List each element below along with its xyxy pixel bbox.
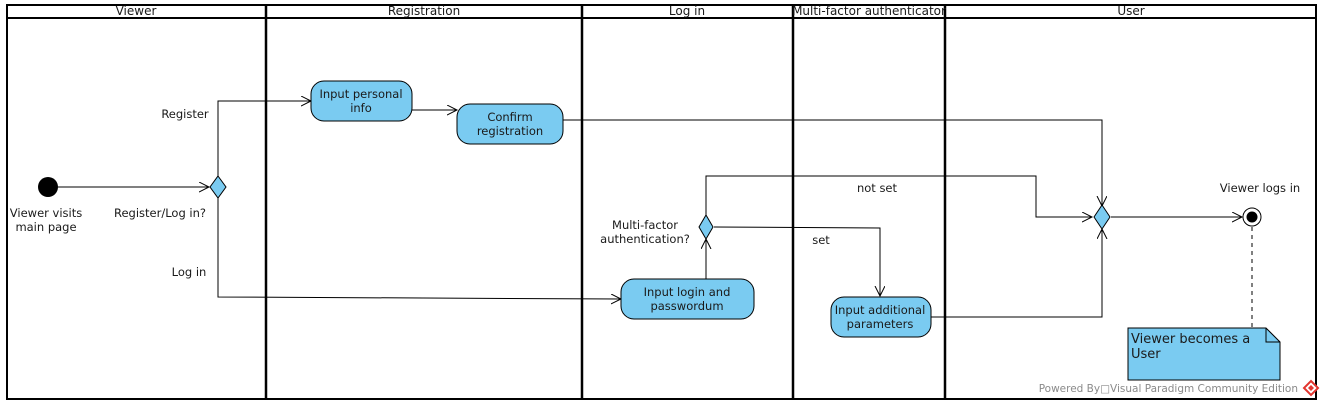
lane-header-viewer: Viewer [116,4,157,18]
action-label: Input personal [319,87,402,101]
watermark: Powered By□Visual Paradigm Community Edi… [1039,383,1298,395]
action-label: Input additional [835,303,926,317]
note [1127,327,1281,381]
final-label: Viewer logs in [1220,181,1300,195]
action-input-additional-parameters [830,296,932,338]
guard-login: Log in [172,265,207,279]
guard-not-set: not set [857,181,898,195]
lane-header-registration: Registration [388,4,460,18]
initial-label: Viewer visits [10,206,82,220]
action-label: info [350,101,372,115]
edge-not-set [705,175,1092,217]
decision-label: Register/Log in? [114,206,206,220]
merge-node [1093,204,1111,230]
visual-paradigm-logo-icon [1302,379,1320,397]
decision-register-login [209,175,227,199]
decision-mfa [698,214,714,240]
action-label: registration [477,124,543,138]
edge-confirm-to-merge [563,119,1102,206]
note-fold [1265,328,1280,343]
action-input-login [620,278,755,320]
action-label: parameters [847,317,914,331]
action-label: Confirm [487,110,532,124]
initial-node [38,177,58,197]
action-label: passwordum [650,299,723,313]
swimlane-frame [6,4,1317,400]
lane-header-user: User [1117,4,1144,18]
lane-header-mfa: Multi-factor authenticator [792,4,946,18]
decision-label: Multi-factor [612,218,678,232]
edge-set [713,226,880,296]
action-confirm-registration [456,103,564,145]
action-label: Input login and [644,285,731,299]
decision-label: authentication? [600,232,690,246]
edge-login [217,198,621,299]
final-node [1242,207,1262,227]
edges [48,101,1242,318]
guard-register: Register [161,107,209,121]
lane-header-login: Log in [669,4,705,18]
action-input-personal-info [310,80,413,122]
note-text: User [1131,347,1161,362]
edge-register [217,101,311,176]
guard-set: set [812,233,830,247]
edge-additional-to-merge [931,229,1102,318]
initial-label: main page [15,220,76,234]
note-text: Viewer becomes a [1131,332,1250,347]
